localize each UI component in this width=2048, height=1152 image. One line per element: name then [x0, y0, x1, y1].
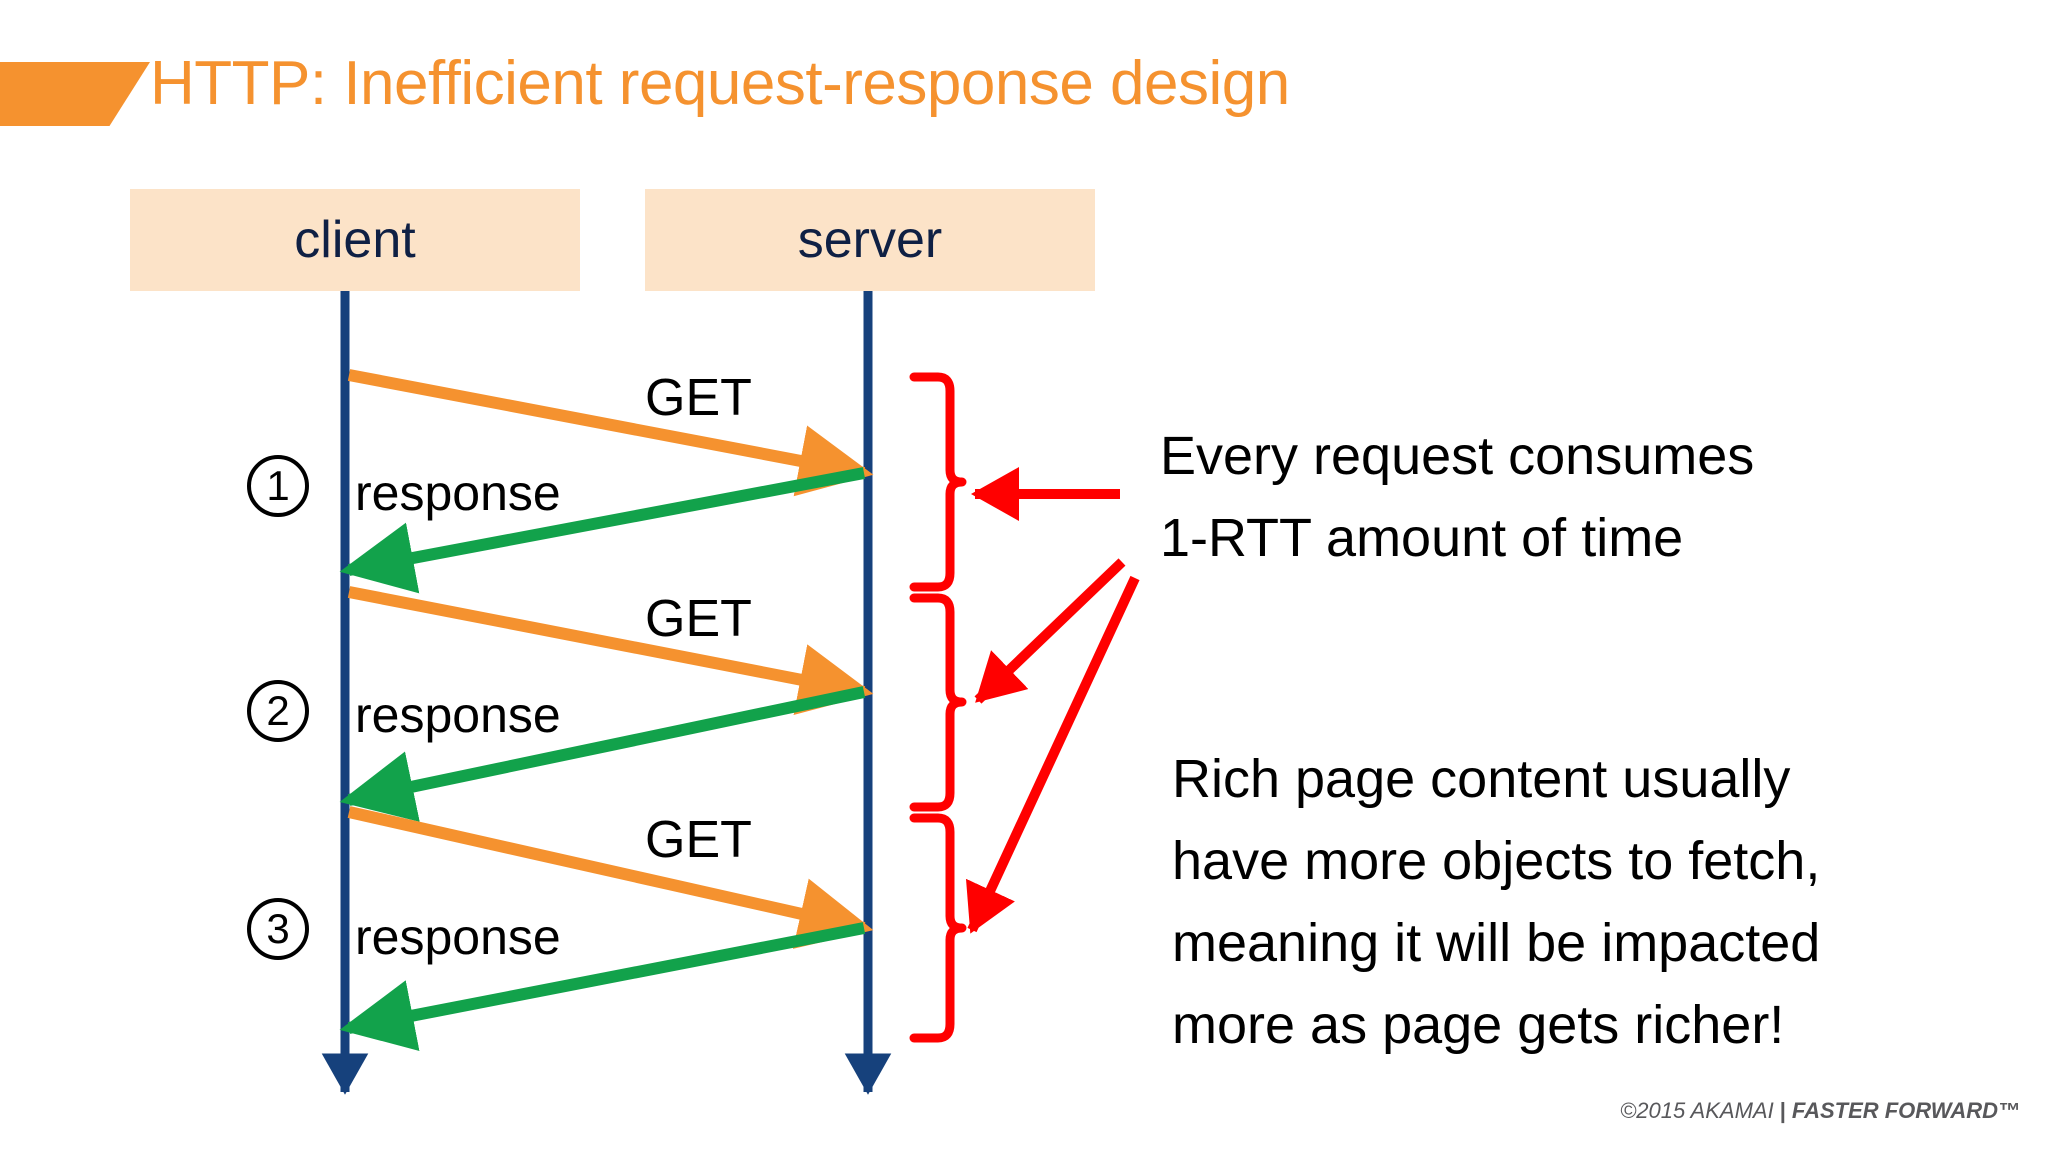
footer: ©2015 AKAMAI|FASTER FORWARD™ [1620, 1098, 2020, 1124]
message-label-get-3: GET [645, 811, 752, 869]
message-label-response-1: response [355, 465, 561, 521]
annotation-rich-line-1: Rich page content usually [1172, 749, 1791, 809]
annotation-rtt-line-1: Every request consumes [1160, 426, 1755, 486]
annotation-rich-line-3: meaning it will be impacted [1172, 913, 1821, 973]
annotation-rtt-line-2: 1-RTT amount of time [1160, 508, 1684, 568]
rtt-brace-1 [909, 372, 967, 592]
annotation-rich-content: Rich page content usually have more obje… [1172, 738, 1820, 1066]
step-number-1: 1 [266, 462, 290, 509]
step-marker-3: 3 [247, 898, 309, 960]
actor-box-client: client [130, 189, 580, 291]
message-label-get-2: GET [645, 590, 752, 648]
step-number-3: 3 [266, 905, 290, 952]
step-number-2: 2 [266, 687, 290, 734]
annotation-rich-line-2: have more objects to fetch, [1172, 831, 1821, 891]
page-title: HTTP: Inefficient request-response desig… [150, 49, 1290, 118]
message-arrow-response-3 [339, 922, 866, 1051]
rtt-brace-3 [909, 813, 967, 1043]
message-arrow-get-1 [347, 369, 874, 497]
footer-tagline: FASTER FORWARD™ [1791, 1098, 2020, 1123]
annotation-rtt: Every request consumes 1-RTT amount of t… [1160, 415, 1754, 579]
actor-box-server: server [645, 189, 1095, 291]
message-label-response-3: response [355, 909, 561, 965]
step-marker-2: 2 [247, 680, 309, 742]
callout-arrow-rtt-to-brace3 [965, 575, 1140, 934]
message-arrow-get-3 [347, 806, 874, 949]
callout-arrow-rtt-to-brace2 [974, 558, 1126, 704]
actor-label-client: client [294, 211, 416, 269]
actor-label-server: server [797, 211, 943, 269]
rtt-brace-2 [909, 593, 967, 812]
step-marker-1: 1 [247, 455, 309, 517]
message-label-response-2: response [355, 687, 561, 743]
message-arrow-get-2 [347, 586, 874, 715]
footer-copyright: ©2015 AKAMAI [1620, 1098, 1774, 1123]
annotation-rich-line-4: more as page gets richer! [1172, 995, 1785, 1055]
message-label-get-1: GET [645, 369, 752, 427]
message-arrow-response-2 [339, 686, 866, 822]
footer-separator: | [1779, 1098, 1786, 1123]
message-arrow-response-1 [339, 467, 866, 594]
